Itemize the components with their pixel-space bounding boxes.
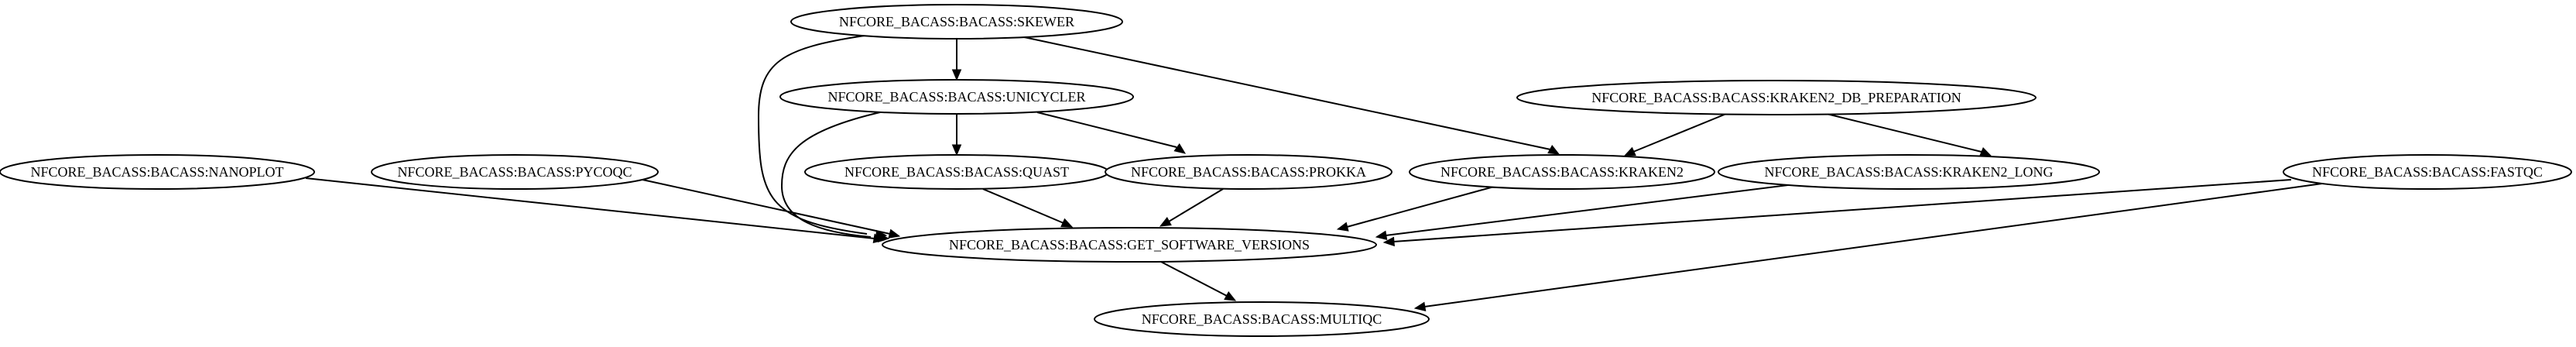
nodes-layer: NFCORE_BACASS:BACASS:SKEWER NFCORE_BACASS… — [0, 4, 2572, 337]
arrowhead — [1547, 145, 1560, 155]
edge-line — [1023, 36, 1551, 150]
arrowhead — [951, 69, 962, 81]
edge-line — [780, 112, 881, 238]
edge-pycoqc-to-get-software-versions — [642, 179, 901, 239]
edge-get-software-versions-to-multiqc — [1160, 261, 1237, 301]
node-pycoqc: NFCORE_BACASS:BACASS:PYCOQC — [371, 154, 659, 190]
node-ellipse — [790, 4, 1123, 40]
node-ellipse — [2283, 154, 2572, 190]
edge-line — [642, 179, 891, 235]
node-ellipse — [1718, 154, 2100, 190]
edge-nanoplot-to-get-software-versions — [305, 177, 886, 243]
edge-unicycler-to-quast — [951, 114, 962, 156]
edge-line — [1036, 112, 1177, 148]
edge-line — [982, 188, 1064, 224]
node-skewer: NFCORE_BACASS:BACASS:SKEWER — [790, 4, 1123, 40]
edge-line — [1632, 113, 1727, 153]
node-kraken2-long: NFCORE_BACASS:BACASS:KRAKEN2_LONG — [1718, 154, 2100, 190]
arrowhead — [1173, 143, 1187, 154]
node-unicycler: NFCORE_BACASS:BACASS:UNICYCLER — [779, 79, 1134, 115]
node-quast: NFCORE_BACASS:BACASS:QUAST — [804, 154, 1109, 190]
arrowhead — [1060, 218, 1074, 228]
edge-prokka-to-get-software-versions — [1159, 188, 1224, 227]
edges-layer — [305, 35, 2323, 311]
node-label: NFCORE_BACASS:BACASS:KRAKEN2_LONG — [1764, 164, 2053, 180]
node-kraken2-db-preparation: NFCORE_BACASS:BACASS:KRAKEN2_DB_PREPARAT… — [1516, 80, 2036, 115]
edge-line — [1346, 186, 1495, 228]
node-ellipse — [882, 227, 1377, 263]
arrowhead — [1382, 236, 1395, 247]
arrowhead — [1623, 146, 1636, 156]
edge-line — [1385, 184, 1789, 236]
edge-kraken2-long-to-get-software-versions — [1375, 184, 1789, 240]
edge-unicycler-to-prokka — [1036, 112, 1187, 154]
edge-fastqc-to-multiqc — [1413, 183, 2323, 311]
node-ellipse — [1094, 301, 1430, 337]
edge-kraken2-to-get-software-versions — [1336, 186, 1495, 232]
node-ellipse — [779, 79, 1134, 115]
node-label: NFCORE_BACASS:BACASS:KRAKEN2_DB_PREPARAT… — [1591, 90, 1961, 105]
node-label: NFCORE_BACASS:BACASS:MULTIQC — [1142, 311, 1382, 327]
node-label: NFCORE_BACASS:BACASS:FASTQC — [2312, 164, 2543, 180]
edge-fastqc-to-get-software-versions — [1382, 179, 2292, 247]
node-ellipse — [1516, 80, 2036, 115]
node-multiqc: NFCORE_BACASS:BACASS:MULTIQC — [1094, 301, 1430, 337]
node-label: NFCORE_BACASS:BACASS:PROKKA — [1131, 164, 1366, 180]
edge-skewer-to-kraken2 — [1023, 36, 1560, 155]
edge-quast-to-get-software-versions — [982, 188, 1074, 228]
edge-kraken2-db-preparation-to-kraken2 — [1623, 113, 1727, 156]
arrowhead — [1224, 291, 1237, 301]
node-label: NFCORE_BACASS:BACASS:GET_SOFTWARE_VERSIO… — [949, 237, 1310, 253]
node-ellipse — [371, 154, 659, 190]
node-nanoplot: NFCORE_BACASS:BACASS:NANOPLOT — [0, 154, 315, 190]
arrowhead — [1979, 147, 1992, 156]
edge-line — [1160, 261, 1228, 297]
node-label: NFCORE_BACASS:BACASS:NANOPLOT — [30, 164, 283, 180]
node-label: NFCORE_BACASS:BACASS:QUAST — [844, 164, 1069, 180]
arrowhead — [888, 228, 901, 239]
arrowhead — [1413, 301, 1427, 311]
edge-line — [1168, 188, 1224, 222]
node-label: NFCORE_BACASS:BACASS:KRAKEN2 — [1440, 164, 1684, 180]
edge-skewer-to-unicycler — [951, 39, 962, 81]
node-get-software-versions: NFCORE_BACASS:BACASS:GET_SOFTWARE_VERSIO… — [882, 227, 1377, 263]
arrowhead — [1375, 230, 1388, 240]
node-ellipse — [1409, 154, 1715, 190]
node-ellipse — [1105, 154, 1392, 190]
arrowhead — [1159, 217, 1172, 227]
edge-line — [1826, 113, 1982, 153]
arrowhead — [872, 233, 886, 243]
node-fastqc: NFCORE_BACASS:BACASS:FASTQC — [2283, 154, 2572, 190]
edge-line — [757, 35, 868, 235]
node-ellipse — [0, 154, 315, 190]
edge-kraken2-db-preparation-to-kraken2-long — [1826, 113, 1992, 156]
edge-line — [1423, 183, 2323, 307]
node-label: NFCORE_BACASS:BACASS:PYCOQC — [397, 164, 632, 180]
edge-line — [305, 177, 875, 239]
node-kraken2: NFCORE_BACASS:BACASS:KRAKEN2 — [1409, 154, 1715, 190]
arrowhead — [951, 144, 962, 156]
edge-line — [1392, 179, 2292, 242]
arrowhead — [1336, 222, 1349, 232]
node-label: NFCORE_BACASS:BACASS:SKEWER — [839, 14, 1074, 29]
edge-skewer-to-get-software-versions — [757, 35, 888, 240]
node-prokka: NFCORE_BACASS:BACASS:PROKKA — [1105, 154, 1392, 190]
node-label: NFCORE_BACASS:BACASS:UNICYCLER — [827, 89, 1085, 105]
